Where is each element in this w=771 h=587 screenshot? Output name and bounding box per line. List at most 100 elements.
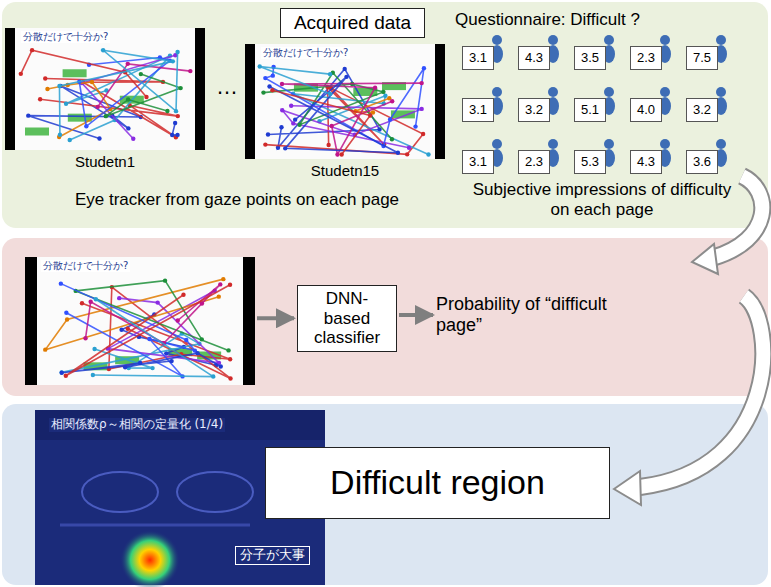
gaze-path	[93, 299, 213, 376]
node-text: Probability of “difficult page”	[436, 294, 622, 335]
gaze-point	[30, 48, 34, 52]
flow-connector	[257, 316, 294, 320]
gaze-point	[188, 69, 192, 73]
gaze-point	[64, 102, 68, 106]
slide-line	[60, 524, 250, 527]
questionnaire-label: Questionnaire: Difficult ?	[455, 10, 755, 30]
gaze-point	[126, 126, 130, 130]
rating-cell: 3.1	[462, 46, 494, 70]
slide	[15, 28, 195, 150]
gaze-point	[219, 364, 223, 368]
gaze-point	[60, 371, 64, 375]
rating-cell: 3.2	[518, 98, 550, 122]
gaze-point	[261, 90, 265, 94]
rating-value: 2.3	[637, 51, 655, 66]
gaze-point	[173, 121, 177, 125]
rating-value: 4.3	[637, 155, 655, 170]
gaze-path	[260, 67, 330, 94]
rating-cell: 4.3	[518, 46, 550, 70]
rating-value: 4.3	[525, 51, 543, 66]
gaze-path	[108, 291, 219, 363]
gaze-point	[419, 81, 423, 85]
caption-label: Eye tracker from gaze points on each pag…	[22, 190, 452, 210]
gaze-point	[270, 88, 274, 92]
gaze-point	[342, 67, 346, 71]
gaze-point	[43, 76, 47, 80]
gaze-point	[123, 365, 127, 369]
gaze-point	[226, 348, 230, 352]
gaze-point	[211, 374, 215, 378]
screenshot-frame	[25, 257, 255, 385]
gaze-point	[97, 136, 101, 140]
gaze-point	[126, 62, 130, 66]
gaze-path	[61, 284, 195, 377]
process-box: DNN-based classifier	[297, 285, 397, 352]
rating-cell: 4.0	[630, 98, 662, 122]
rating-cell: 7.5	[686, 46, 718, 70]
slide	[37, 257, 243, 385]
rating-value: 3.2	[693, 103, 711, 118]
gaze-point	[169, 359, 173, 363]
person-head	[492, 35, 502, 45]
gaze-point	[413, 124, 417, 128]
gaze-point	[181, 293, 185, 297]
gaze-point	[64, 311, 68, 315]
node-text: Acquired data	[294, 12, 411, 34]
gaze-point	[65, 317, 69, 321]
gaze-point	[131, 137, 135, 141]
gaze-point	[335, 152, 339, 156]
rating-value: 3.2	[525, 103, 543, 118]
person-head	[716, 35, 726, 45]
gaze-point	[396, 151, 400, 155]
gaze-point	[119, 327, 123, 331]
person-head	[548, 87, 558, 97]
gaze-point	[175, 50, 179, 54]
gaze-point	[390, 137, 394, 141]
gaze-point	[326, 143, 330, 147]
gaze-path	[270, 77, 398, 153]
gaze-point	[68, 138, 72, 142]
gaze-point	[176, 114, 180, 118]
screenshot-frame	[5, 28, 205, 150]
rating-value: 5.1	[581, 103, 599, 118]
gaze-point	[138, 361, 142, 365]
gaze-path	[66, 285, 230, 376]
rating-cell: 3.2	[686, 98, 718, 122]
gaze-point	[426, 152, 430, 156]
gaze-point	[144, 95, 148, 99]
rating-value: 4.0	[637, 103, 655, 118]
gaze-point	[126, 97, 130, 101]
gaze-point	[381, 90, 385, 94]
gaze-path	[86, 284, 221, 343]
gaze-point	[26, 113, 30, 117]
gaze-point	[422, 66, 426, 70]
gaze-path	[272, 90, 370, 154]
gaze-point	[91, 373, 95, 377]
gaze-point	[88, 300, 92, 304]
gaze-point	[176, 318, 180, 322]
gaze-point	[405, 152, 409, 156]
gaze-point	[388, 117, 392, 121]
gaze-point	[155, 300, 159, 304]
gaze-point	[92, 347, 96, 351]
person-head	[716, 139, 726, 149]
heatmap-hotspot	[120, 530, 180, 587]
rating-value: 3.6	[693, 155, 711, 170]
gaze-point	[139, 72, 143, 76]
gaze-point	[101, 48, 105, 52]
screenshot: 分散だけで十分か?	[25, 257, 255, 385]
gaze-point	[59, 370, 63, 374]
gaze-point	[328, 72, 332, 76]
gaze-point	[291, 121, 295, 125]
gaze-point	[83, 336, 87, 340]
gaze-point	[329, 124, 333, 128]
gaze-point	[419, 107, 423, 111]
gaze-point	[328, 92, 332, 96]
rating-value: 7.5	[693, 51, 711, 66]
gaze-point	[95, 105, 99, 109]
person-head	[548, 139, 558, 149]
rating-cell: 3.6	[686, 150, 718, 174]
gaze-point	[94, 297, 98, 301]
rating-cell: 5.1	[574, 98, 606, 122]
gaze-path	[282, 83, 422, 154]
